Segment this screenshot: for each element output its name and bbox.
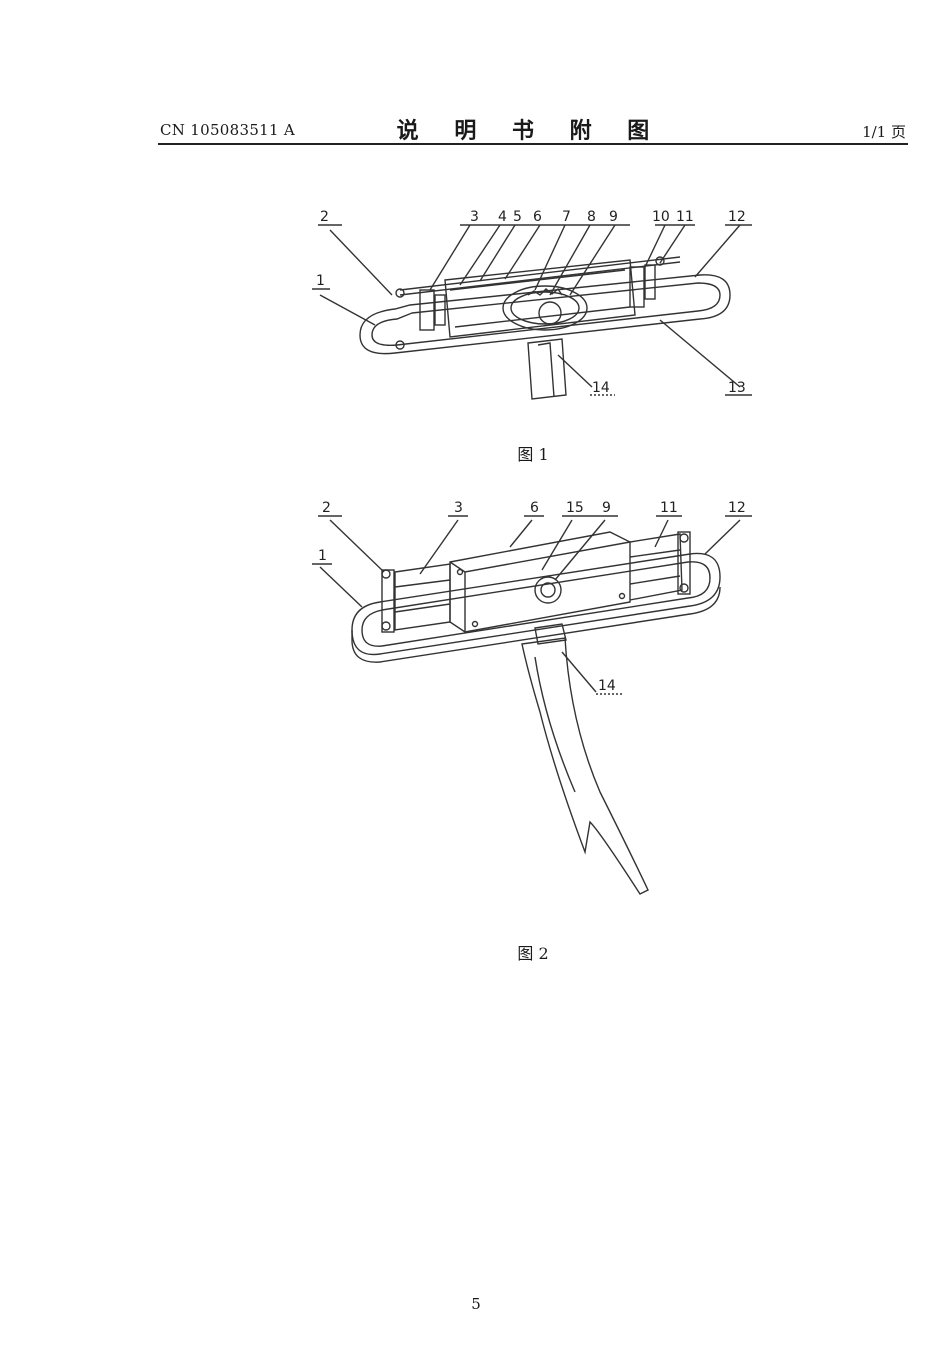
header-rule: [158, 143, 908, 145]
page-title: 说 明 书 附 图: [396, 119, 664, 144]
fig1-label-7: 7: [562, 209, 571, 225]
fig1-label-8: 8: [587, 209, 596, 225]
fig1-label-1: 1: [316, 273, 325, 289]
figure-2-caption: 图 2: [517, 944, 549, 963]
figure-1-drawing: 2 3 4 5 6 7 8 9 10 11 12 1 14 13: [312, 209, 752, 400]
fig2-label-11: 11: [660, 500, 678, 516]
fig2-label-15: 15: [566, 500, 584, 516]
fig2-label-3: 3: [454, 500, 463, 516]
fig1-label-11: 11: [676, 209, 694, 225]
fig1-label-10: 10: [652, 209, 670, 225]
fig1-label-9: 9: [609, 209, 618, 225]
page-number: 5: [471, 1295, 481, 1313]
fig2-label-6: 6: [530, 500, 539, 516]
fig1-label-2: 2: [320, 209, 329, 225]
fig1-label-14: 14: [592, 380, 610, 396]
fig2-label-1: 1: [318, 548, 327, 564]
fig2-label-9: 9: [602, 500, 611, 516]
fig2-label-12: 12: [728, 500, 746, 516]
document-number: CN 105083511 A: [160, 121, 296, 139]
fig1-label-6: 6: [533, 209, 542, 225]
fig1-label-4: 4: [498, 209, 507, 225]
figure-1-caption: 图 1: [517, 445, 549, 464]
fig1-label-3: 3: [470, 209, 479, 225]
fig1-label-13: 13: [728, 380, 746, 396]
fig2-label-14: 14: [598, 678, 616, 694]
page-count: 1/1 页: [862, 123, 906, 141]
figure-2-drawing: 2 3 6 15 9 11 12 1 14: [312, 500, 752, 895]
fig1-label-5: 5: [513, 209, 522, 225]
fig1-label-12: 12: [728, 209, 746, 225]
fig2-label-2: 2: [322, 500, 331, 516]
